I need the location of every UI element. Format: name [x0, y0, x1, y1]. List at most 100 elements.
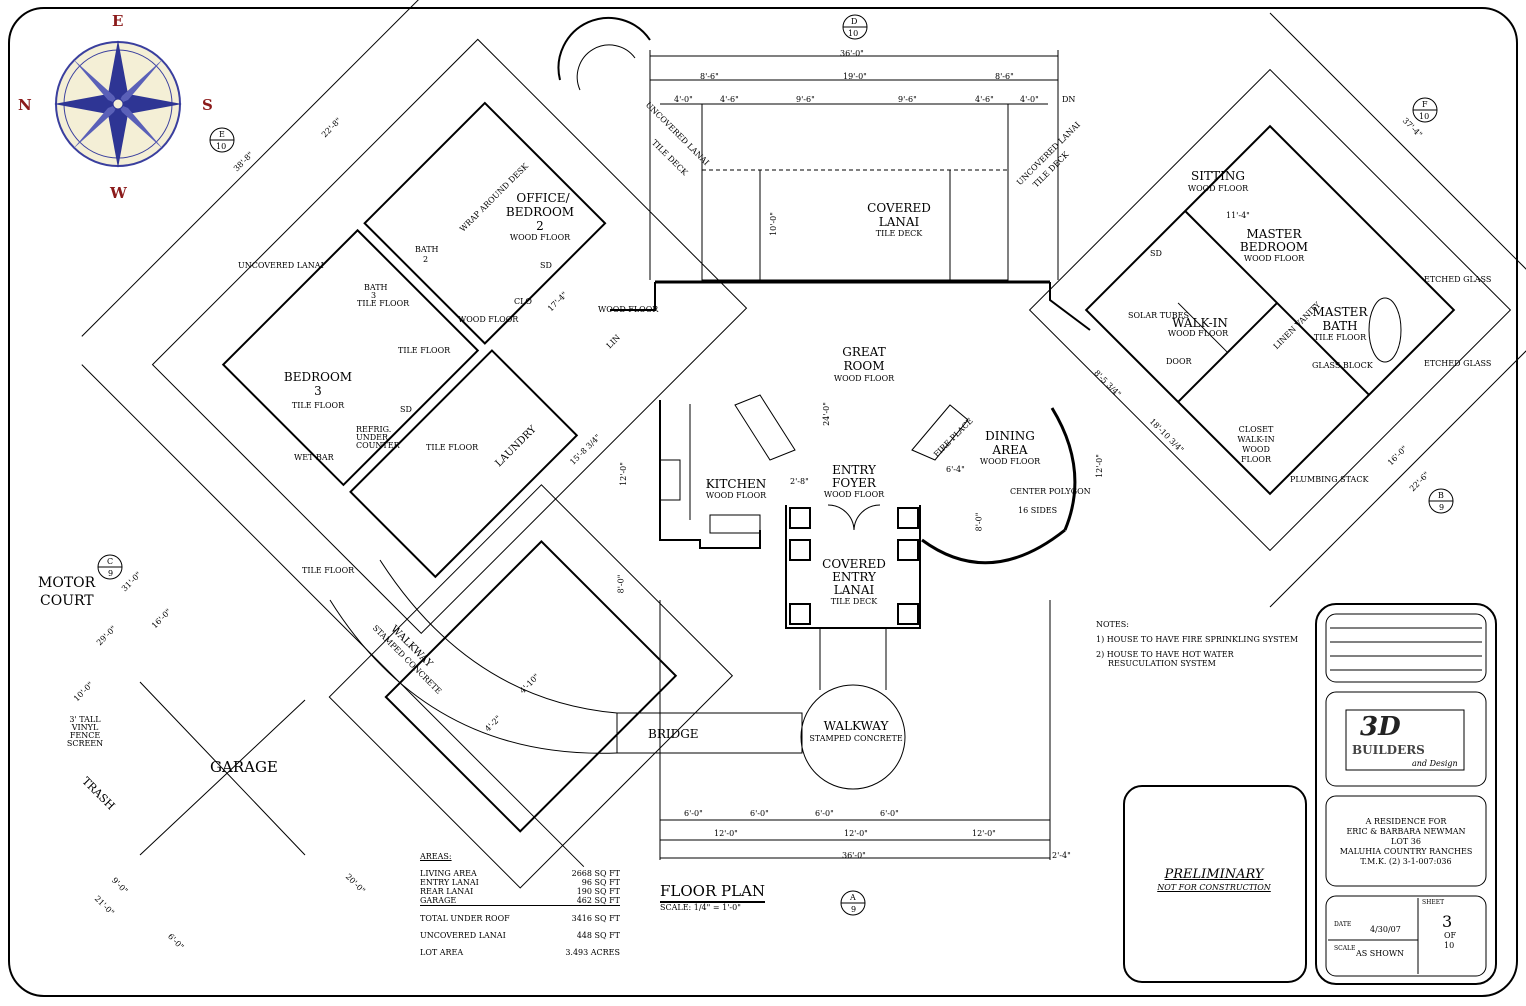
- kitchen-title: KITCHEN: [705, 477, 767, 491]
- smoke-detector-office: SD: [540, 261, 552, 270]
- bridge-label: BRIDGE: [648, 727, 699, 741]
- areas-uncovered-row: UNCOVERED LANAI 448 SQ FT: [420, 931, 620, 940]
- sheet-of: OF: [1444, 931, 1457, 940]
- dim-top-a: 8'-6": [700, 72, 719, 81]
- covered-entry-floor: TILE DECK: [830, 597, 878, 606]
- motor-court-title-2: COURT: [40, 593, 94, 609]
- compass-s: S: [202, 96, 213, 114]
- logo-tagline: and Design: [1412, 759, 1458, 768]
- bath3-number: 3: [371, 291, 377, 300]
- spiral-stair-icon: [557, 16, 651, 91]
- sitting-title: SITTING: [1190, 169, 1246, 183]
- closet-title: CLOSET: [1238, 425, 1274, 434]
- compass-e: E: [112, 12, 124, 30]
- areas-row-label: GARAGE: [420, 896, 457, 905]
- dim-fireplace: 6'-4": [946, 465, 965, 474]
- dim-top-c: 8'-6": [995, 72, 1014, 81]
- covered-lanai-floor: TILE DECK: [875, 229, 923, 238]
- drawing-sheet-border: [8, 7, 1518, 997]
- bedroom3-floor: TILE FLOOR: [291, 401, 345, 410]
- areas-total-label: TOTAL UNDER ROOF: [420, 914, 510, 923]
- residence-line-3: LOT 36: [1391, 837, 1421, 846]
- dim-bot-e: 12'-0": [714, 829, 738, 838]
- areas-row-label: ENTRY LANAI: [420, 878, 479, 887]
- polygon-sides-label: 16 SIDES: [1018, 506, 1058, 515]
- compass-n: N: [18, 96, 32, 114]
- covered-entry-title: COVERED: [822, 557, 886, 571]
- center-polygon-label: CENTER POLYGON: [1010, 487, 1091, 496]
- scale-label: SCALE: [1334, 945, 1356, 952]
- sheet-number: 3: [1442, 912, 1453, 931]
- residence-line-1: A RESIDENCE FOR: [1365, 817, 1447, 826]
- note-2a: 2) HOUSE TO HAVE HOT WATER: [1096, 650, 1234, 659]
- covered-entry-title-3: LANAI: [833, 583, 875, 597]
- covered-entry-title-2: ENTRY: [832, 570, 876, 584]
- section-a-label: A: [850, 893, 856, 902]
- dim-bot-a: 6'-0": [684, 809, 703, 818]
- office-number: 2: [536, 219, 544, 233]
- section-e-label: E: [219, 130, 225, 139]
- compass-w: W: [110, 184, 127, 202]
- wood-floor-hall: WOOD FLOOR: [458, 315, 519, 324]
- dim-bot-f: 12'-0": [844, 829, 868, 838]
- section-f-label: F: [1422, 100, 1428, 109]
- sheet-label: SHEET: [1422, 899, 1445, 906]
- areas-lot-value: 3.493 ACRES: [565, 948, 620, 957]
- wet-bar-label: WET BAR: [294, 453, 334, 462]
- solar-tubes-label: SOLAR TUBES: [1128, 311, 1189, 320]
- section-f-sheet: 10: [1419, 112, 1430, 121]
- dim-right-11-4: 11'-4": [1226, 211, 1250, 220]
- covered-lanai-title: COVERED: [867, 201, 931, 215]
- master-bedroom-title-2: BEDROOM: [1239, 240, 1309, 254]
- dining-floor: WOOD FLOOR: [979, 457, 1041, 466]
- areas-row-label: REAR LANAI: [420, 887, 474, 896]
- preliminary-subtitle: NOT FOR CONSTRUCTION: [1157, 883, 1271, 892]
- bath2-number: 2: [423, 255, 429, 264]
- dining-title-2: AREA: [992, 443, 1028, 457]
- great-room-title: GREAT: [842, 345, 886, 359]
- entry-foyer-floor: WOOD FLOOR: [823, 490, 885, 499]
- smoke-detector-master: SD: [1150, 249, 1162, 258]
- dim-top-d1: 4'-0": [674, 95, 693, 104]
- uncovered-lanai-left: UNCOVERED LANAI: [238, 261, 324, 270]
- etched-glass-bottom: ETCHED GLASS: [1424, 359, 1492, 368]
- dim-bot-right: 2'-4": [1052, 851, 1071, 860]
- great-room-title-2: ROOM: [843, 359, 885, 373]
- bath3-title: BATH: [364, 283, 388, 292]
- walkway-right-floor: STAMPED CONCRETE: [809, 734, 903, 743]
- areas-total-row: TOTAL UNDER ROOF 3416 SQ FT: [420, 914, 620, 923]
- notes-block: NOTES: 1) HOUSE TO HAVE FIRE SPRINKLING …: [1096, 620, 1298, 674]
- kitchen-floor: WOOD FLOOR: [705, 491, 767, 500]
- note-1: 1) HOUSE TO HAVE FIRE SPRINKLING SYSTEM: [1096, 635, 1299, 644]
- etched-glass-top: ETCHED GLASS: [1424, 275, 1492, 284]
- residence-line-5: T.M.K. (2) 3-1-007:036: [1360, 857, 1452, 866]
- covered-lanai-title-2: LANAI: [878, 215, 920, 229]
- entry-foyer-title-2: FOYER: [832, 476, 876, 490]
- areas-row-value: 462 SQ FT: [576, 896, 620, 905]
- dim-top-d5: 4'-6": [975, 95, 994, 104]
- entry-foyer-title: ENTRY: [832, 463, 876, 477]
- areas-row-value: 96 SQ FT: [581, 878, 620, 887]
- dim-foyer: 2'-8": [790, 477, 809, 486]
- areas-header: AREAS:: [420, 852, 452, 861]
- dim-top-total: 36'-0": [840, 49, 864, 58]
- tile-floor-entry: TILE FLOOR: [302, 566, 355, 575]
- areas-total-value: 3416 SQ FT: [571, 914, 620, 923]
- smoke-detector-bed3: SD: [400, 405, 412, 414]
- closet-label: CLO: [514, 297, 532, 306]
- areas-row-label: LIVING AREA: [420, 869, 477, 878]
- walkin-floor: WOOD FLOOR: [1167, 329, 1229, 338]
- areas-row: GARAGE 462 SQ FT: [420, 896, 620, 906]
- master-bath-floor: TILE FLOOR: [1313, 333, 1367, 342]
- dim-lanai-vertical: 10'-0": [768, 212, 778, 236]
- walkin-title: WALK-IN: [1172, 316, 1228, 330]
- section-d-label: D: [851, 17, 858, 26]
- bedroom3-title: BEDROOM: [283, 370, 353, 384]
- walkway-right-title: WALKWAY: [823, 719, 889, 733]
- dim-great-room-v: 24'-0": [821, 402, 831, 426]
- closet-title-4: FLOOR: [1240, 455, 1272, 464]
- dim-kitchen-v1: 12'-0": [618, 462, 628, 486]
- dim-top-b: 19'-0": [843, 72, 867, 81]
